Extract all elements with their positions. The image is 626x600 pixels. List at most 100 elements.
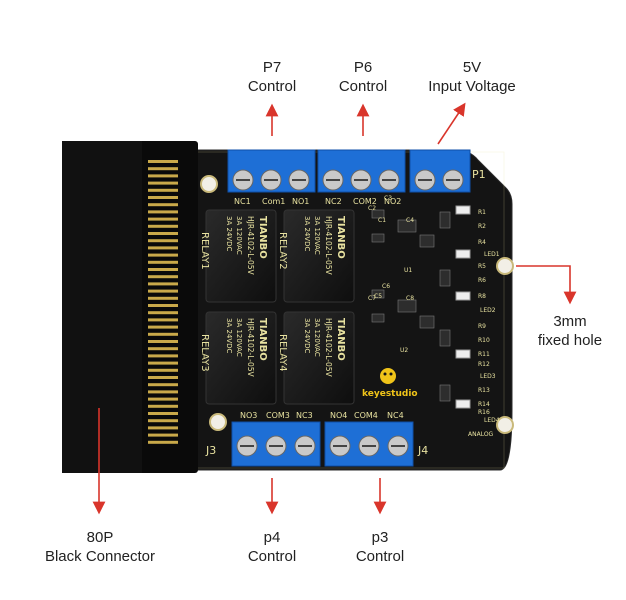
connector-pin bbox=[148, 404, 178, 408]
connector-pin bbox=[148, 383, 178, 387]
connector-pin bbox=[148, 433, 178, 437]
connector-pin bbox=[148, 160, 178, 163]
silk-com3: COM3 bbox=[266, 411, 290, 420]
relay-rating-ac: 3A 120VAC bbox=[235, 216, 243, 255]
silk-label: C6 bbox=[382, 283, 390, 290]
terminal-block-top-middle bbox=[317, 149, 406, 193]
connector-pin bbox=[148, 361, 178, 365]
connector-pin bbox=[148, 419, 178, 423]
connector-pin bbox=[148, 253, 178, 257]
relay-rating-dc: 3A 24VDC bbox=[303, 216, 311, 252]
connector-pin bbox=[148, 275, 178, 279]
silk-label: R10 bbox=[478, 337, 490, 344]
smd-component bbox=[397, 219, 417, 233]
silk-nc4: NC4 bbox=[387, 411, 404, 420]
mount-hole bbox=[200, 175, 218, 193]
smd-component bbox=[419, 315, 435, 329]
silk-label: C5 bbox=[374, 293, 382, 300]
connector-pin bbox=[148, 217, 178, 221]
silk-label: R1 bbox=[478, 209, 486, 216]
smd-component bbox=[439, 329, 451, 347]
relay-brand: TIANBO bbox=[257, 318, 268, 361]
connector-pin bbox=[148, 426, 178, 430]
connector-pin bbox=[148, 412, 178, 415]
connector-pin bbox=[148, 181, 178, 185]
connector-pin bbox=[148, 397, 178, 401]
label-hole-line2: fixed hole bbox=[537, 332, 603, 349]
connector-pin bbox=[148, 296, 178, 300]
label-p7-line1: P7 bbox=[262, 59, 282, 76]
silk-no1: NO1 bbox=[292, 197, 309, 206]
smd-led bbox=[455, 291, 471, 301]
silk-no3: NO3 bbox=[240, 411, 257, 420]
relay-rating-dc: 3A 24VDC bbox=[303, 318, 311, 354]
label-p3-line2: Control bbox=[355, 548, 405, 565]
silk-label: C7 bbox=[368, 295, 376, 302]
label-connector-line2: Black Connector bbox=[44, 548, 156, 565]
label-p3: p3 Control bbox=[348, 528, 412, 566]
terminal-block-top-left bbox=[227, 149, 316, 193]
terminal-block-j3 bbox=[231, 421, 321, 467]
smd-component bbox=[397, 299, 417, 313]
smd-led bbox=[455, 349, 471, 359]
silk-label: U1 bbox=[404, 267, 412, 274]
connector-pin bbox=[148, 167, 178, 171]
label-p7-line2: Control bbox=[247, 78, 297, 95]
connector-pin bbox=[148, 174, 178, 178]
smd-component bbox=[419, 234, 435, 248]
silk-label: R4 bbox=[478, 239, 486, 246]
connector-pin bbox=[148, 203, 178, 207]
relay-label: RELAY3 bbox=[199, 334, 210, 372]
relay-rating-ac: 3A 120VAC bbox=[235, 318, 243, 357]
connector-pin bbox=[148, 210, 178, 214]
label-p3-line1: p3 bbox=[371, 529, 389, 546]
mount-hole bbox=[209, 413, 227, 431]
connector-pin bbox=[148, 304, 178, 307]
relay-model: HJR-4102-L-05V bbox=[246, 216, 255, 276]
relay-label: RELAY1 bbox=[199, 232, 210, 270]
connector-pin bbox=[148, 260, 178, 264]
arrow-5v bbox=[437, 102, 466, 145]
silk-label: R12 bbox=[478, 361, 490, 368]
label-p4-line2: Control bbox=[247, 548, 297, 565]
terminal-block-j4 bbox=[324, 421, 414, 467]
label-5v-line2: Input Voltage bbox=[428, 78, 516, 95]
relay-label: RELAY2 bbox=[277, 232, 288, 270]
smd-led bbox=[455, 205, 471, 215]
label-p6: P6 Control bbox=[330, 58, 396, 96]
label-hole: 3mm fixed hole bbox=[524, 312, 616, 350]
smd-component bbox=[439, 211, 451, 229]
silk-com4: COM4 bbox=[354, 411, 378, 420]
silk-nc3: NC3 bbox=[296, 411, 313, 420]
relay-rating-dc: 3A 24VDC bbox=[225, 216, 233, 252]
connector-pin bbox=[148, 282, 178, 286]
silk-label: R6 bbox=[478, 277, 486, 284]
connector-pin bbox=[148, 332, 178, 336]
silk-label: LED4 bbox=[484, 417, 500, 424]
connector-pin bbox=[148, 440, 178, 444]
silk-label: R8 bbox=[478, 293, 486, 300]
relay-rating-ac: 3A 120VAC bbox=[313, 318, 321, 357]
silk-label: R9 bbox=[478, 323, 486, 330]
terminal-block-5v bbox=[409, 149, 471, 193]
relay-model: HJR-4102-L-05V bbox=[324, 216, 333, 276]
silk-nc1: NC1 bbox=[234, 197, 251, 206]
label-5v: 5V Input Voltage bbox=[412, 58, 532, 96]
silk-label: R16 bbox=[478, 409, 490, 416]
connector-pin bbox=[148, 188, 178, 192]
relay-rating-ac: 3A 120VAC bbox=[313, 216, 321, 255]
silk-com2: COM2 bbox=[353, 197, 377, 206]
label-p7: P7 Control bbox=[242, 58, 302, 96]
silk-label: C2 bbox=[368, 205, 376, 212]
smd-component bbox=[439, 269, 451, 287]
label-connector-line1: 80P bbox=[86, 529, 114, 546]
silk-label: U2 bbox=[400, 347, 408, 354]
label-p4: p4 Control bbox=[240, 528, 304, 566]
label-5v-line1: 5V bbox=[462, 59, 482, 76]
connector-pin bbox=[148, 318, 178, 322]
relay-brand: TIANBO bbox=[335, 216, 346, 259]
silk-label: LED3 bbox=[480, 373, 496, 380]
